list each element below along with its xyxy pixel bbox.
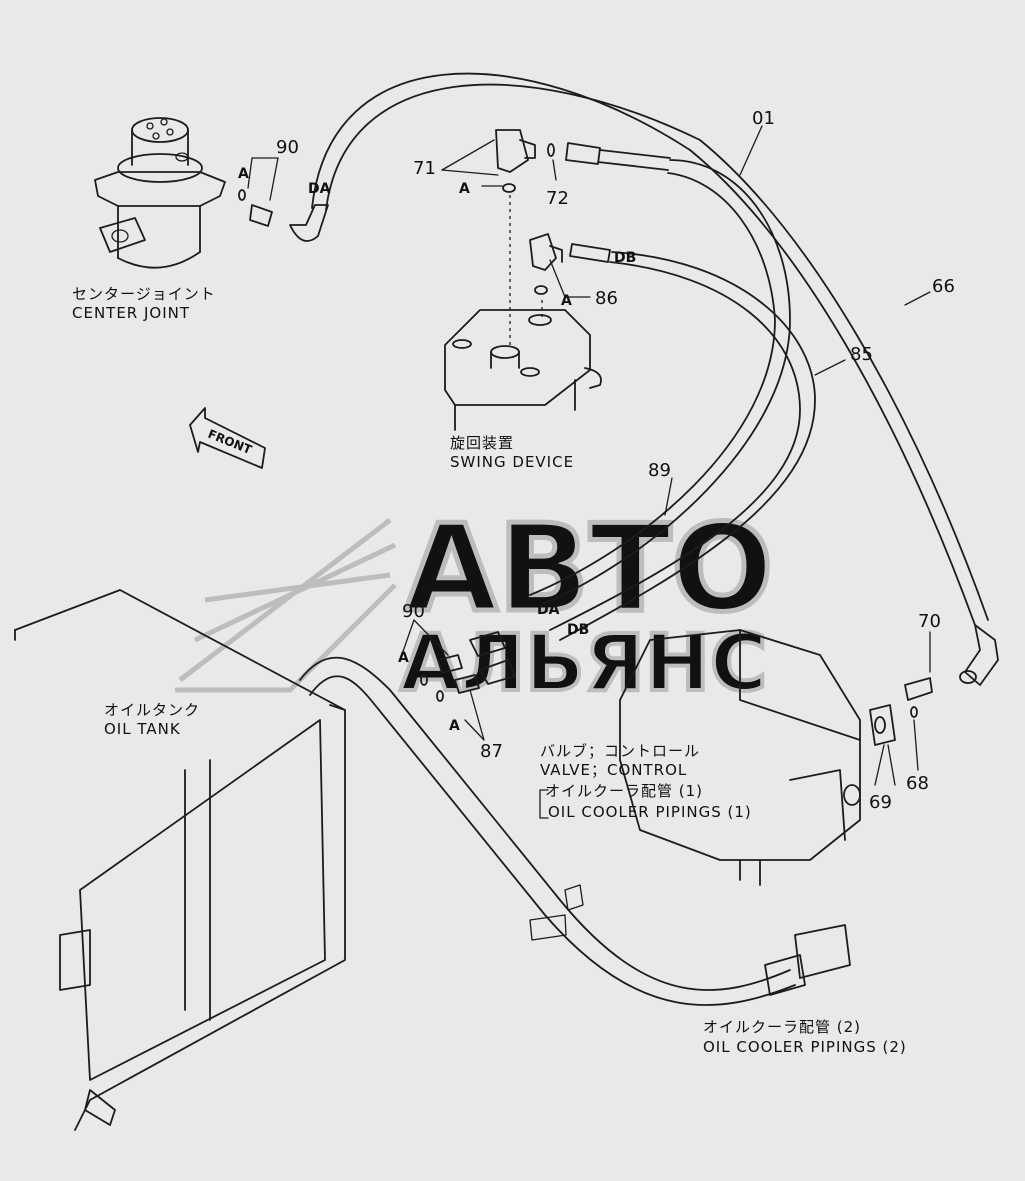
center-joint-drawing bbox=[94, 117, 226, 269]
code-a-5: A bbox=[449, 718, 460, 734]
code-db-lower: DB bbox=[567, 622, 589, 638]
leader-lines bbox=[247, 125, 931, 819]
code-a-4: A bbox=[398, 650, 409, 666]
oil-tank-drawing bbox=[14, 589, 346, 1131]
fittings-lower bbox=[420, 631, 516, 702]
part-number-71: 71 bbox=[413, 158, 436, 179]
part-number-01: 01 bbox=[752, 108, 775, 129]
part-number-68: 68 bbox=[906, 773, 929, 794]
connection-codes: A A A A A DA DB DA DB bbox=[238, 166, 636, 734]
valve-label-jp: バルブ；コントロール bbox=[540, 742, 700, 760]
part-number-85: 85 bbox=[850, 344, 873, 365]
part-number-87: 87 bbox=[480, 741, 503, 762]
front-arrow: FRONT bbox=[189, 407, 266, 469]
swing-device-label-en: SWING DEVICE bbox=[450, 453, 574, 471]
piping2-label-en: OIL COOLER PIPINGS (2) bbox=[703, 1038, 907, 1056]
watermark: АВТО АЛЬЯНС bbox=[175, 498, 776, 711]
part-number-70: 70 bbox=[918, 611, 941, 632]
swing-device-label-jp: 旋回装置 bbox=[450, 434, 514, 452]
code-a-1: A bbox=[238, 166, 249, 182]
oil-cooler-pipe-drawing bbox=[299, 656, 851, 1006]
part-numbers: 90 71 72 01 66 86 85 89 90 87 70 68 69 bbox=[276, 108, 955, 813]
center-joint-label-jp: センタージョイント bbox=[72, 285, 216, 303]
watermark-logo bbox=[175, 518, 397, 693]
piping2-label-jp: オイルクーラ配管 (2) bbox=[703, 1018, 861, 1036]
code-db-upper: DB bbox=[614, 250, 636, 266]
part-number-90-upper: 90 bbox=[276, 137, 299, 158]
code-da-lower: DA bbox=[537, 602, 560, 618]
part-number-90-lower: 90 bbox=[402, 601, 425, 622]
labels: センタージョイント CENTER JOINT 旋回装置 SWING DEVICE… bbox=[72, 285, 907, 1056]
swing-device-drawing bbox=[444, 195, 602, 431]
part-number-86: 86 bbox=[595, 288, 618, 309]
hoses bbox=[311, 72, 999, 686]
piping1-label-en: OIL COOLER PIPINGS (1) bbox=[548, 803, 752, 821]
center-joint-label-en: CENTER JOINT bbox=[72, 304, 190, 322]
watermark-line1: АВТО bbox=[405, 500, 773, 639]
piping1-label-jp: オイルクーラ配管 (1) bbox=[545, 782, 703, 800]
code-a-3: A bbox=[561, 293, 572, 309]
part-number-66: 66 bbox=[932, 276, 955, 297]
valve-label-en: VALVE；CONTROL bbox=[540, 761, 687, 779]
part-number-69: 69 bbox=[869, 792, 892, 813]
part-number-89: 89 bbox=[648, 460, 671, 481]
code-a-2: A bbox=[459, 181, 470, 197]
fittings-upper bbox=[238, 129, 671, 295]
code-da-upper: DA bbox=[308, 181, 331, 197]
control-valve-drawing bbox=[619, 629, 933, 886]
part-number-72: 72 bbox=[546, 188, 569, 209]
oil-tank-label-en: OIL TANK bbox=[104, 720, 181, 738]
oil-tank-label-jp: オイルタンク bbox=[104, 701, 200, 719]
